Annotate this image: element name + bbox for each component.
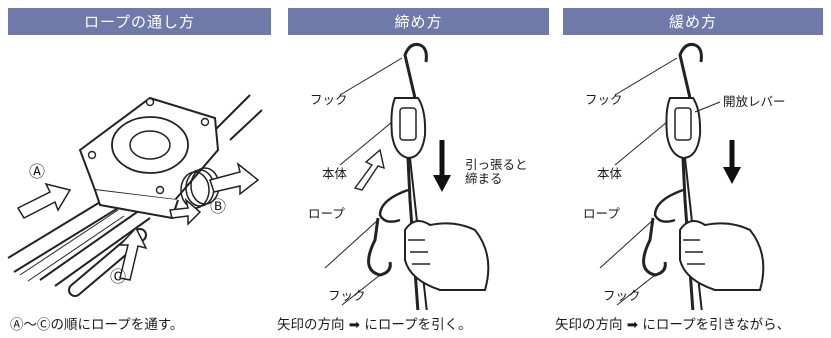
marker-a: Ⓐ (29, 162, 46, 181)
panel-header-tighten: 締め方 (288, 8, 549, 35)
label-rope: ロープ (583, 206, 620, 221)
caption-loosen: 矢印の方向 ➡ にロープを引きながら、 (555, 317, 791, 333)
loosen-illustration (599, 43, 765, 310)
panel-tighten: 締め方 フック 本体 引っ張ると 締まる ロープ フック 矢印の方向 ➡ にロ (277, 0, 555, 338)
label-hook-top: フック (310, 92, 348, 107)
caption-threading: Ⓐ～Ⓒの順にロープを通す。 (10, 317, 184, 333)
label-hook-bottom: フック (328, 288, 366, 303)
marker-c: Ⓒ (110, 267, 127, 286)
label-body: 本体 (597, 166, 623, 181)
label-hook-bottom: フック (603, 288, 641, 303)
label-hook-top: フック (585, 92, 623, 107)
threading-illustration (7, 94, 263, 297)
label-body: 本体 (322, 166, 348, 181)
label-rope: ロープ (308, 206, 345, 221)
panel-threading: ロープの通し方 (0, 0, 280, 338)
label-pull-line2: 締まる (465, 171, 503, 186)
tighten-illustration (324, 43, 490, 310)
panel-header-loosen: 緩め方 (563, 8, 823, 35)
panel-header-threading: ロープの通し方 (8, 8, 271, 35)
caption-tighten: 矢印の方向 ➡ にロープを引く。 (277, 317, 472, 333)
marker-b: Ⓑ (210, 197, 227, 216)
label-pull-line1: 引っ張ると (465, 157, 528, 172)
panel-loosen: 緩め方 フック 開放レバー 本体 ロープ フック 矢印の方向 ➡ にロープを引き… (555, 0, 831, 338)
label-release-lever: 開放レバー (723, 94, 786, 109)
